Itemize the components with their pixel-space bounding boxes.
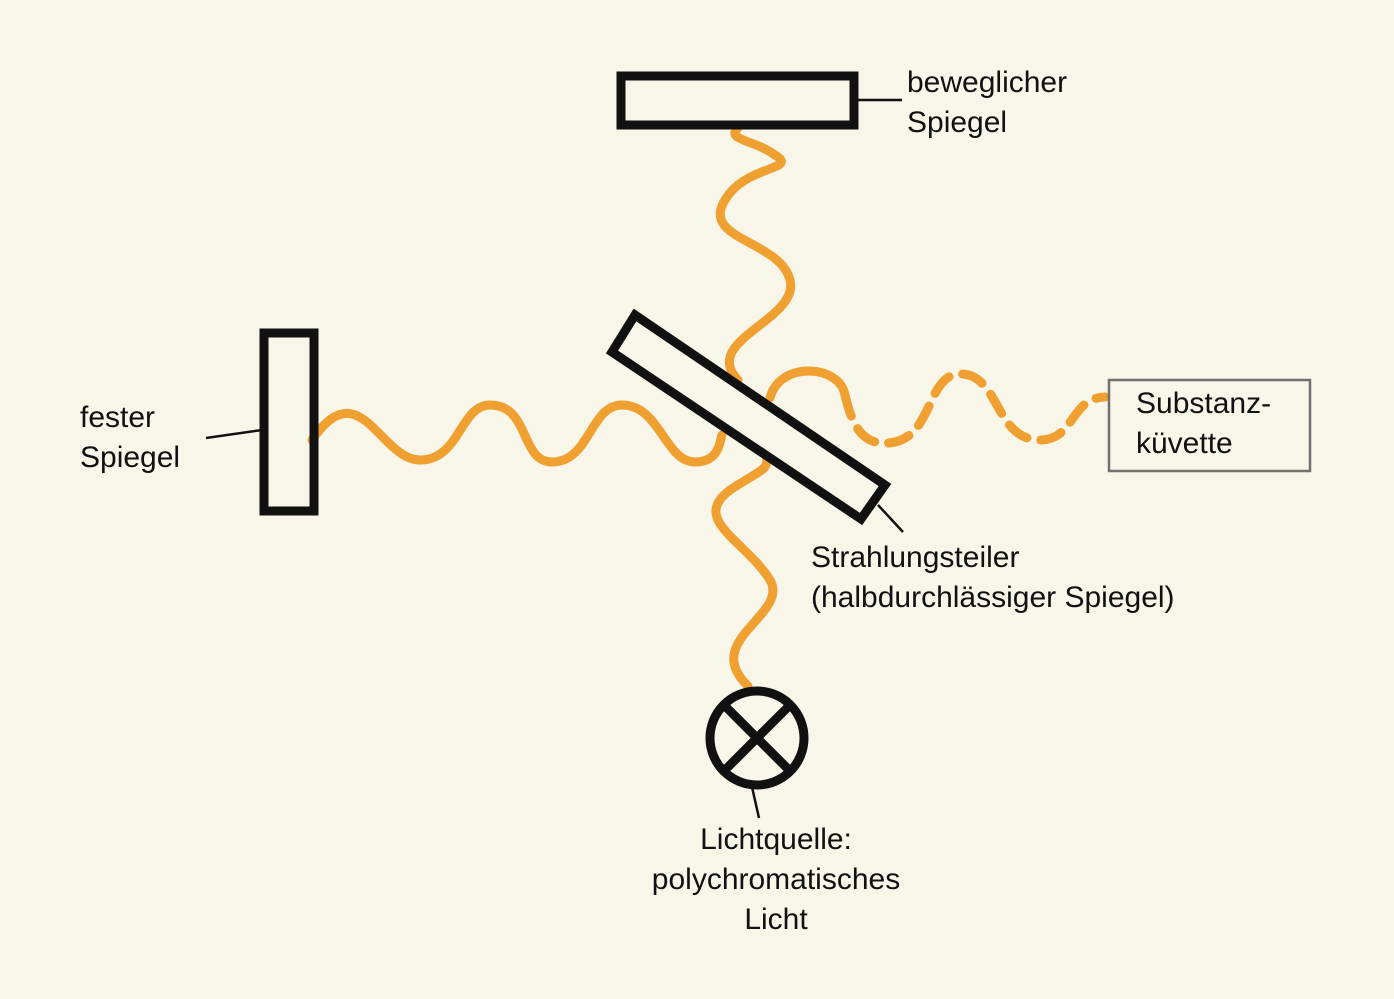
fixed-mirror-label: fester Spiegel [80,398,180,478]
movable-mirror [616,71,859,130]
lamp-cross-circle-icon [705,686,809,790]
fixed-mirror-label-line-2: Spiegel [80,441,181,474]
cuvette-label: Substanz- küvette [1136,384,1271,464]
movable-mirror-label-line-1: beweglicher [907,66,1068,99]
beam-splitter [605,308,892,526]
beam-splitter-label: Strahlungsteiler (halbdurchlässiger Spie… [811,538,1175,618]
cuvette-label-line-2: küvette [1136,427,1233,460]
movable-mirror-beam-wave [715,123,796,385]
light-source-label-line-1: Lichtquelle: [700,823,852,856]
cuvette-label-line-1: Substanz- [1136,387,1272,420]
beam-splitter-label-line-1: Strahlungsteiler [811,541,1020,574]
beam-splitter-leader-line [877,504,904,533]
cuvette-beam-wave-solid [765,366,850,403]
light-source-label-line-3: Licht [744,903,808,936]
fixed-mirror-label-line-1: fester [80,401,156,434]
fixed-mirror-beam-wave [307,400,727,467]
cuvette-beam-wave-dashed [840,369,1110,448]
substance-cuvette [1107,378,1312,473]
light-source-label: Lichtquelle: polychromatisches Licht [626,820,926,940]
light-source-label-line-2: polychromatisches [651,863,901,896]
fixed-mirror-leader-line [205,428,263,440]
movable-mirror-label-line-2: Spiegel [907,106,1008,139]
movable-mirror-label: beweglicher Spiegel [907,63,1067,143]
beam-splitter-label-line-2: (halbdurchlässiger Spiegel) [811,581,1175,614]
light-source-leader-line [750,786,761,819]
fixed-mirror [259,328,319,516]
source-beam-wave [711,451,778,691]
